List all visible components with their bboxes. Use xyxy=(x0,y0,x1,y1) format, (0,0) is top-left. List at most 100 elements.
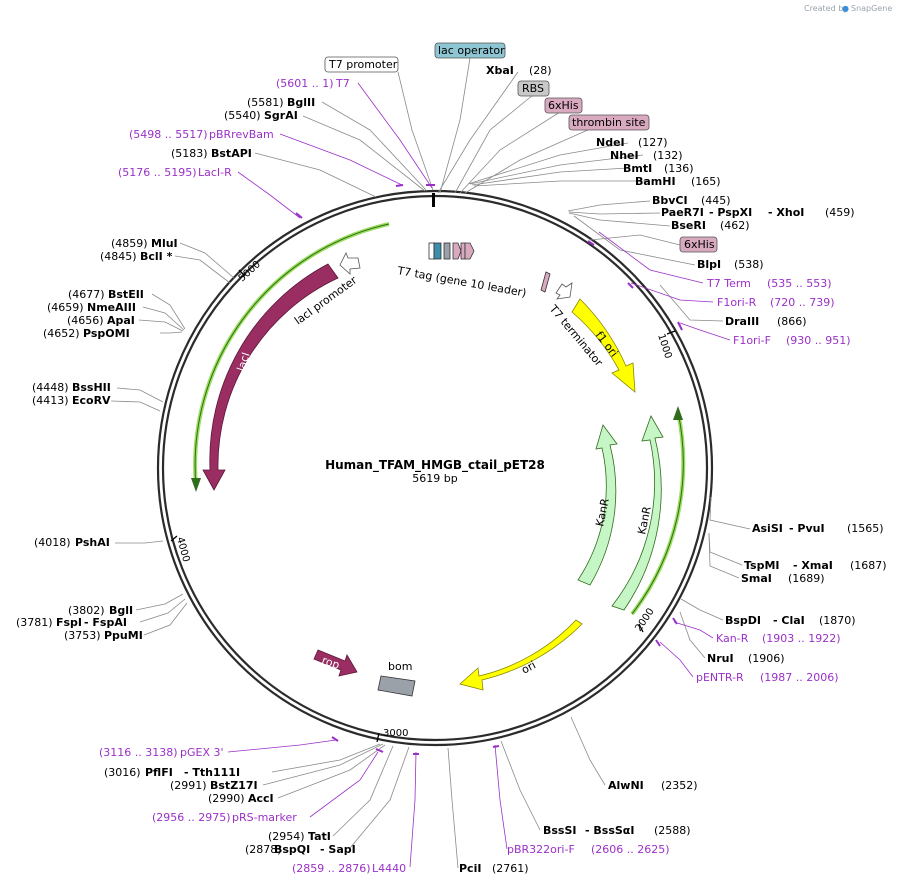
t7-promoter-box[interactable]: T7 promoter xyxy=(324,56,399,73)
enzyme-paer7i[interactable]: PaeR7I- PspXI- XhoI(459) xyxy=(661,206,855,219)
enzyme-bamhi[interactable]: BamHI(165) xyxy=(635,175,721,188)
enzyme-draiii[interactable]: DraIII(866) xyxy=(725,315,807,328)
enzyme-pflfi[interactable]: (3016)PflFI- Tth111I xyxy=(104,766,240,779)
svg-text:BspDI: BspDI xyxy=(725,614,761,627)
ori-feature[interactable] xyxy=(459,619,583,691)
primer-prs-marker[interactable]: (2956 .. 2975)pRS-marker xyxy=(152,811,297,824)
svg-text:(2761): (2761) xyxy=(492,862,529,875)
svg-text:SmaI: SmaI xyxy=(741,572,772,585)
svg-text:NruI: NruI xyxy=(707,652,734,665)
enzyme-bspdi[interactable]: BspDI- ClaI(1870) xyxy=(725,614,856,627)
enzyme-apai[interactable]: (4656)ApaI xyxy=(67,314,135,327)
primer-t7[interactable]: (5601 .. 1)T7 xyxy=(276,77,350,90)
enzyme-tspmi[interactable]: TspMI- XmaI(1687) xyxy=(744,559,887,572)
f1-ori-feature[interactable] xyxy=(571,298,636,393)
enzyme-bcli[interactable]: (4845)BclI * xyxy=(100,250,173,263)
svg-text:(127): (127) xyxy=(638,136,668,149)
6xhis-box-2[interactable]: 6xHis xyxy=(679,236,718,253)
enzyme-alwni[interactable]: AlwNI(2352) xyxy=(608,779,698,792)
svg-text:PshAI: PshAI xyxy=(75,536,110,549)
t7-tag-label: T7 tag (gene 10 leader) xyxy=(395,264,527,300)
svg-text:pENTR-R: pENTR-R xyxy=(696,671,744,684)
primer-f1ori-f[interactable]: F1ori-F(930 .. 951) xyxy=(733,334,851,347)
primer-f1ori-r[interactable]: F1ori-R(720 .. 739) xyxy=(717,296,835,309)
primer-labels: (5601 .. 1)T7 (5498 .. 5517)pBRrevBam (5… xyxy=(99,77,851,875)
enzyme-bsshii[interactable]: (4448)BssHII xyxy=(32,381,111,394)
bom-feature[interactable] xyxy=(377,675,416,697)
svg-text:BssHII: BssHII xyxy=(72,381,111,394)
kanr-inner-label: KanR xyxy=(593,497,612,528)
enzyme-nhei[interactable]: NheI(132) xyxy=(610,149,683,162)
enzyme-bsteii[interactable]: (4677)BstEII xyxy=(68,288,144,301)
svg-text:BssSI: BssSI xyxy=(543,824,577,837)
svg-text:(165): (165) xyxy=(691,175,721,188)
svg-text:NdeI: NdeI xyxy=(596,136,625,149)
svg-text:pRS-marker: pRS-marker xyxy=(232,811,297,824)
svg-text:BlpI: BlpI xyxy=(697,258,721,271)
svg-text:DraIII: DraIII xyxy=(725,315,759,328)
svg-text:NheI: NheI xyxy=(610,149,639,162)
primer-t7-term[interactable]: T7 Term(535 .. 553) xyxy=(706,277,832,290)
svg-text:(1689): (1689) xyxy=(788,572,825,585)
enzyme-mlui[interactable]: (4859)MluI xyxy=(111,237,178,250)
enzyme-pshai[interactable]: (4018)PshAI xyxy=(34,536,110,549)
primer-pentr-r[interactable]: pENTR-R(1987 .. 2006) xyxy=(696,671,839,684)
enzyme-asisi[interactable]: AsiSI- PvuI(1565) xyxy=(752,522,884,535)
kanr-feature-outer[interactable] xyxy=(611,415,664,611)
enzyme-tati[interactable]: (2954)TatI xyxy=(268,830,331,843)
enzyme-sgrai[interactable]: (5540)SgrAI xyxy=(224,109,298,122)
laci-promoter-arrow xyxy=(339,252,361,275)
brand-name: SnapGene xyxy=(851,4,892,13)
enzyme-bseri[interactable]: BseRI(462) xyxy=(671,219,750,232)
primer-pgex-3[interactable]: (3116 .. 3138)pGEX 3' xyxy=(99,746,224,759)
laci-feature[interactable] xyxy=(202,263,339,491)
primer-pbrrevbam[interactable]: (5498 .. 5517)pBRrevBam xyxy=(129,128,274,141)
enzyme-ppumi[interactable]: (3753)PpuMI xyxy=(64,629,143,642)
enzyme-blpi[interactable]: BlpI(538) xyxy=(697,258,764,271)
thrombin-site-box[interactable]: thrombin site xyxy=(568,114,650,131)
svg-text:(4413): (4413) xyxy=(32,394,69,407)
enzyme-xbai[interactable]: XbaI(28) xyxy=(486,64,552,77)
enzyme-pcii[interactable]: PciI(2761) xyxy=(459,862,529,875)
enzyme-acci[interactable]: (2990)AccI xyxy=(208,792,274,805)
t7-tag-region[interactable] xyxy=(428,242,475,260)
svg-text:T7: T7 xyxy=(335,77,350,90)
svg-text:(1906): (1906) xyxy=(748,652,785,665)
6xhis-box-1[interactable]: 6xHis xyxy=(544,97,583,114)
enzyme-bbvci[interactable]: BbvCI(445) xyxy=(652,194,731,207)
primer-kan-r[interactable]: Kan-R(1903 .. 1922) xyxy=(716,632,841,645)
tick-label-3000: 3000 xyxy=(383,728,408,739)
primer-pbr322ori-f[interactable]: pBR322ori-F(2606 .. 2625) xyxy=(507,843,670,856)
rop-feature[interactable] xyxy=(313,649,358,677)
enzyme-fspi[interactable]: (3781)FspI- FspAI xyxy=(16,616,127,629)
svg-text:RBS: RBS xyxy=(522,82,544,95)
svg-text:- PspXI: - PspXI xyxy=(709,206,752,219)
enzyme-nmeaiii[interactable]: (4659)NmeAIII xyxy=(47,301,136,314)
enzyme-smai[interactable]: SmaI (1689) xyxy=(741,572,825,585)
svg-text:MluI: MluI xyxy=(151,237,178,250)
enzyme-ndei[interactable]: NdeI (127) xyxy=(596,136,668,149)
svg-text:(5581): (5581) xyxy=(247,96,284,109)
kanr-highlight-tip xyxy=(673,406,683,420)
svg-text:(4656): (4656) xyxy=(67,314,104,327)
enzyme-nrui[interactable]: NruI (1906) xyxy=(707,652,785,665)
primer-laci-r[interactable]: (5176 .. 5195)LacI-R xyxy=(118,166,232,179)
enzyme-ecorv[interactable]: (4413)EcoRV xyxy=(32,394,111,407)
enzyme-bglii[interactable]: (5581)BglII xyxy=(247,96,315,109)
enzyme-bsssi[interactable]: BssSI- BssSαI(2588) xyxy=(543,824,691,837)
enzyme-pspomi[interactable]: (4652)PspOMI xyxy=(43,327,130,340)
enzyme-bstapi[interactable]: (5183)BstAPI xyxy=(171,147,252,160)
rbs-box[interactable]: RBS xyxy=(517,80,550,97)
primer-l4440[interactable]: (2859 .. 2876)L4440 xyxy=(292,862,406,875)
svg-text:(462): (462) xyxy=(720,219,750,232)
svg-text:(4659): (4659) xyxy=(47,301,84,314)
svg-text:(2990): (2990) xyxy=(208,792,245,805)
enzyme-bstz17i[interactable]: (2991)BstZ17I xyxy=(170,779,258,792)
plasmid-length: 5619 bp xyxy=(412,472,457,485)
enzyme-bspqi[interactable]: (2878)BspQI- SapI xyxy=(245,843,356,856)
enzyme-bmti[interactable]: BmtI(136) xyxy=(623,162,694,175)
kanr-feature-inner[interactable] xyxy=(577,424,618,586)
svg-text:PspOMI: PspOMI xyxy=(83,327,130,340)
enzyme-bgli[interactable]: (3802)BglI xyxy=(68,604,133,617)
lac-operator-box[interactable]: lac operator xyxy=(434,42,506,59)
